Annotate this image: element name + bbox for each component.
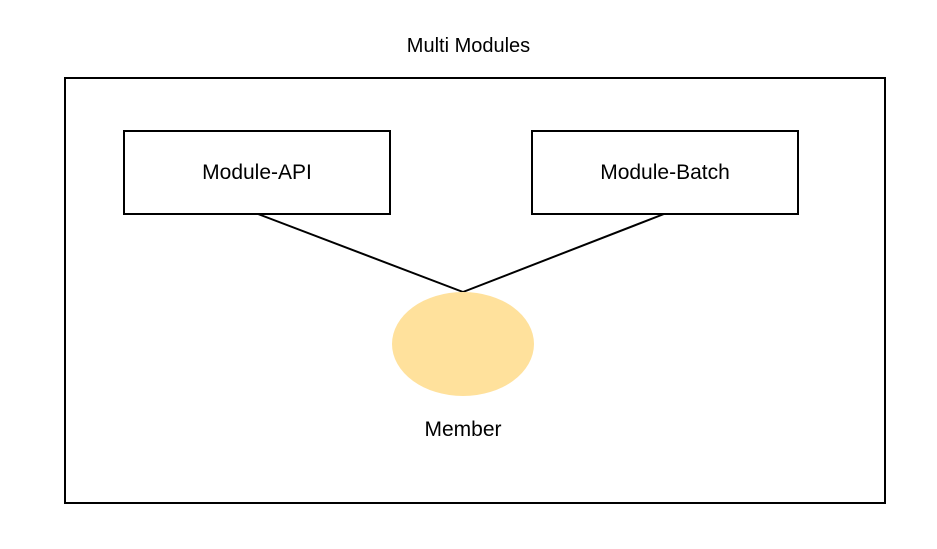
multi-modules-container <box>64 77 886 504</box>
module-batch-box: Module-Batch <box>531 130 799 215</box>
module-api-label: Module-API <box>202 160 312 184</box>
connector-batch-to-member <box>462 213 665 293</box>
diagram-title: Multi Modules <box>406 35 531 57</box>
member-label: Member <box>424 418 502 441</box>
module-api-box: Module-API <box>123 130 391 215</box>
member-node <box>392 292 534 396</box>
module-batch-label: Module-Batch <box>600 160 730 184</box>
connector-api-to-member <box>257 213 464 293</box>
